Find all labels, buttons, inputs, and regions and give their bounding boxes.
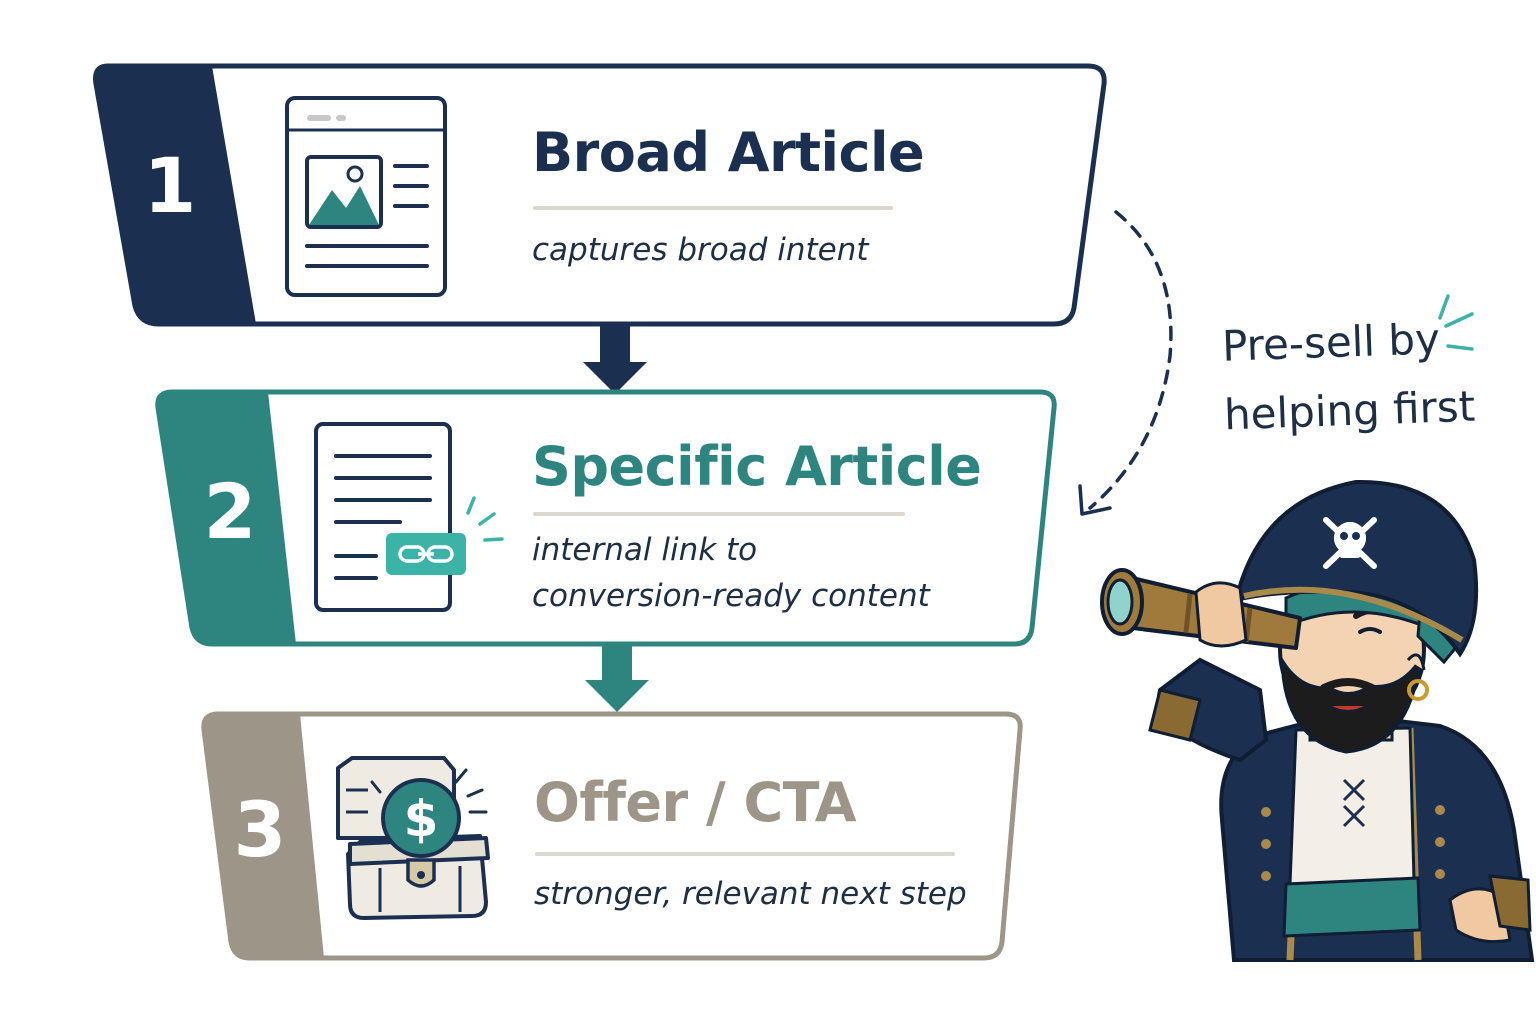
step-3-card — [201, 711, 1023, 961]
step-1-divider — [533, 206, 893, 210]
step-2-title: Specific Article — [532, 435, 982, 498]
side-note-line1: Pre-sell by — [1221, 314, 1441, 371]
article-with-image-icon — [285, 96, 447, 297]
arrow-down-1 — [583, 324, 647, 394]
step-1-description: captures broad intent — [532, 232, 869, 268]
step-3-description: stronger, relevant next step — [534, 876, 967, 912]
step-2-divider — [533, 512, 905, 516]
step-3-divider — [535, 852, 955, 856]
step-2-description-line2: conversion-ready content — [532, 578, 930, 614]
step-1-title: Broad Article — [532, 121, 925, 184]
step-3-number: 3 — [233, 785, 287, 874]
side-note-line2: helping first — [1223, 381, 1476, 440]
step-1-number: 1 — [143, 141, 197, 230]
step-2-description-line1: internal link to — [532, 532, 758, 568]
treasure-chest-dollar-icon: $ — [336, 756, 490, 920]
step-2-number: 2 — [203, 467, 257, 556]
document-link-icon — [314, 422, 504, 612]
svg-text:$: $ — [404, 790, 439, 848]
sparkle-icon — [1438, 294, 1474, 351]
dashed-curved-arrow — [1078, 210, 1173, 516]
step-1-card — [93, 63, 1107, 327]
step-3-title: Offer / CTA — [534, 771, 857, 834]
pirate-illustration — [1100, 479, 1535, 962]
arrow-down-2 — [585, 644, 649, 712]
